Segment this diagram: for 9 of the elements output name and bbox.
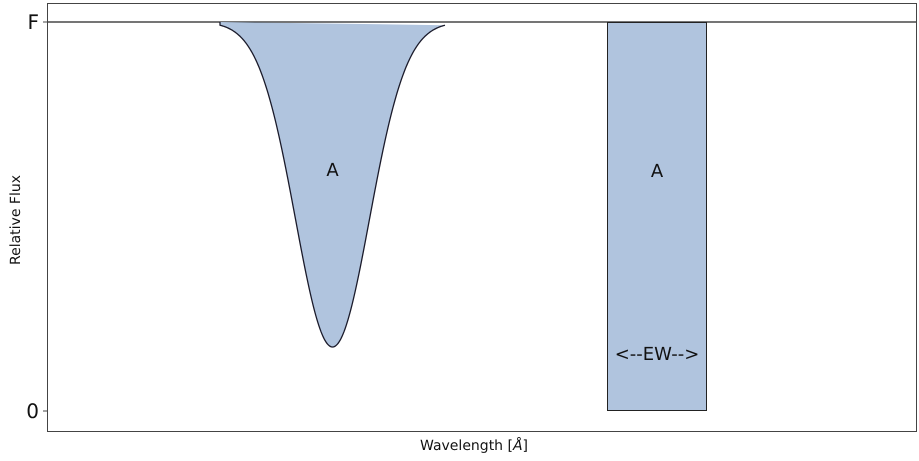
area-label: A [325,160,340,182]
y-axis-title: Relative Flux [7,174,25,268]
absorption-line-area [220,22,445,348]
width-label: <--EW--> [614,344,700,366]
axis-tick-label: F [27,10,39,34]
equivalent-width-rect [607,22,707,411]
area-label: A [650,161,664,183]
x-axis-title: Wavelength [Å] [420,437,528,455]
axis-tick-label: 0 [26,399,39,423]
